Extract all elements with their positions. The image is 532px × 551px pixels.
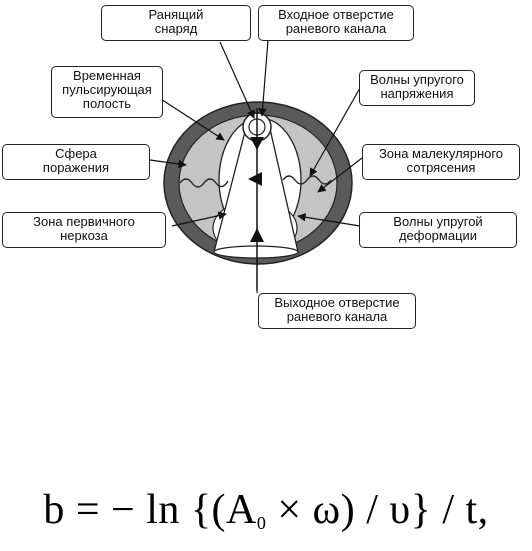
exit-opening <box>213 245 299 259</box>
label-entry-opening: Входное отверстие раневого канала <box>258 5 414 41</box>
leader-projectile <box>219 41 255 119</box>
leader-necrosis <box>171 211 227 227</box>
formula-subscript: 0 <box>256 513 267 533</box>
leader-entry <box>258 39 269 117</box>
direction-arrow-down <box>250 137 264 150</box>
label-exit-opening: Выходное отверстие раневого канала <box>258 293 416 329</box>
label-concussion-zone: Зона малекулярного сотрясения <box>362 144 520 180</box>
leader-sphere <box>149 159 187 169</box>
formula-left: b = − ln {(A <box>43 487 257 533</box>
direction-arrow-up <box>250 228 264 242</box>
wound-channel-diagram <box>149 39 363 293</box>
leader-stress <box>309 87 361 177</box>
formula-right: × ω) / υ} / t, <box>266 487 489 533</box>
stress-wave-right <box>282 175 332 185</box>
decay-formula: b = − ln {(A0 × ω) / υ} / t, <box>0 486 532 534</box>
stress-wave-left <box>179 178 229 188</box>
leader-concussion <box>317 157 363 193</box>
label-temporary-cavity: Временная пульсирующая полость <box>51 66 163 118</box>
label-projectile: Ранящий снаряд <box>101 5 251 41</box>
label-stress-waves: Волны упругого напряжения <box>359 70 475 106</box>
label-necrosis-zone: Зона первичного неркоза <box>2 212 166 248</box>
label-damage-sphere: Сфера поражения <box>2 144 150 180</box>
direction-arrow-left <box>248 172 262 186</box>
leader-deformation <box>297 213 361 227</box>
label-deformation-waves: Волны упругой деформации <box>359 212 517 248</box>
